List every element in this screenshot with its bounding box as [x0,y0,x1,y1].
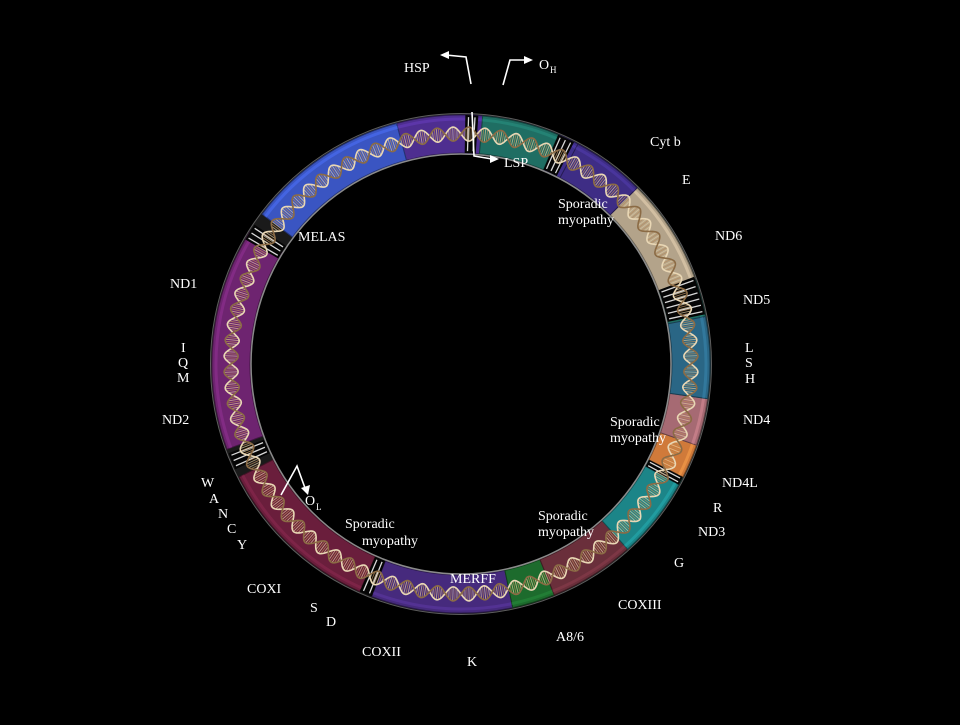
label-i: I [181,341,186,356]
oh-arrowhead [524,56,533,64]
label-s1: S [745,356,753,371]
label-sporadic-2a: Sporadic [610,415,660,430]
helix-rung [225,374,238,375]
label-q: Q [178,356,188,371]
label-coxii: COXII [362,645,401,660]
label-lsp: LSP [504,156,528,171]
label-melas: MELAS [298,230,345,245]
helix-rung [469,127,470,141]
label-h: H [745,372,755,387]
label-cytb: Cyt b [650,135,681,150]
label-ol-sub: L [316,502,322,512]
label-s2: S [310,601,318,616]
helix-rung [224,372,238,373]
label-nd2: ND2 [162,413,189,428]
label-hsp: HSP [404,61,430,76]
label-a: A [209,492,220,507]
label-sporadic-1a: Sporadic [558,197,608,212]
label-g: G [674,556,684,571]
helix-rungs [224,127,698,601]
label-e: E [682,173,691,188]
label-m: M [177,371,190,386]
helix-rung [451,587,452,600]
seg-nd1 [262,123,406,237]
helix-rung [224,356,238,357]
helix-rung [684,374,697,375]
label-l: L [745,341,754,356]
helix-rung [469,587,470,601]
helix-rung [471,128,472,141]
helix-rung [684,372,698,373]
label-n: N [218,507,228,522]
label-nd3: ND3 [698,525,725,540]
label-nd1: ND1 [170,277,197,292]
gene-segments [212,115,710,613]
oh-arrow [503,60,526,85]
helix-rung [453,587,454,601]
helix-rung [684,356,698,357]
label-w: W [201,476,215,491]
helix-rung [451,128,452,141]
hsp-arrowhead [440,51,449,59]
label-sporadic-3a: Sporadic [538,509,588,524]
label-sporadic-4a: Sporadic [345,517,395,532]
label-k: K [467,655,477,670]
helix-rung [225,354,238,355]
label-c: C [227,522,236,537]
label-nd6: ND6 [715,229,742,244]
label-coxiii: COXIII [618,598,662,613]
label-sporadic-2b: myopathy [610,431,666,446]
label-a86: A8/6 [556,630,584,645]
helix-rung [471,587,472,600]
label-sporadic-1b: myopathy [558,213,614,228]
label-oh-o: O [539,58,549,73]
label-y: Y [237,538,247,553]
label-r: R [713,501,723,516]
label-nd4l: ND4L [722,476,758,491]
label-d: D [326,615,336,630]
label-oh-sub: H [550,65,557,75]
label-coxi: COXI [247,582,282,597]
label-sporadic-4b: myopathy [362,534,418,549]
helix-rung [684,354,697,355]
label-ol-o: O [305,494,315,509]
label-nd4: ND4 [743,413,770,428]
helix-rung [453,127,454,141]
label-sporadic-3b: myopathy [538,525,594,540]
dna-helix [224,127,698,601]
label-nd5: ND5 [743,293,770,308]
label-merff: MERFF [450,572,496,587]
hsp-arrow [446,55,471,84]
